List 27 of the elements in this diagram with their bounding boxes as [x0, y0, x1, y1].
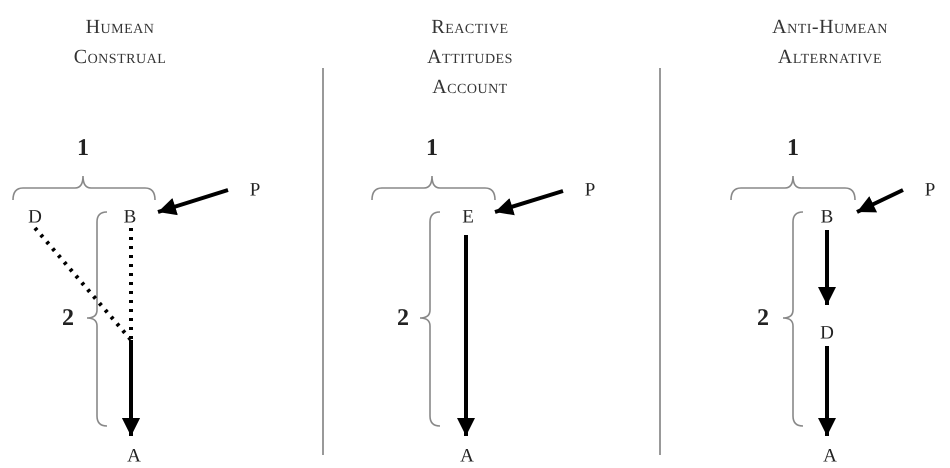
brace-number: 2	[62, 306, 74, 330]
panel-title: Anti-Humean Alternative	[771, 15, 889, 70]
brace-number: 2	[397, 306, 409, 330]
arrow	[818, 346, 836, 436]
node-letter: B	[124, 208, 136, 226]
arrow	[157, 188, 229, 216]
node-letter: A	[460, 446, 474, 466]
arrow	[122, 228, 140, 436]
brace-number: 2	[757, 306, 769, 330]
node-letter: D	[820, 324, 834, 342]
arrow	[457, 235, 475, 436]
brace-number: 1	[787, 136, 799, 160]
node-letter: A	[127, 446, 141, 466]
node-letter: P	[250, 180, 260, 200]
arrow	[818, 230, 836, 305]
node-letter: P	[584, 180, 596, 200]
panel-title: Humean Construal	[72, 15, 168, 70]
node-letter: B	[820, 208, 834, 226]
brace-number: 1	[426, 136, 438, 160]
node-letter: A	[823, 446, 837, 466]
brace-number: 1	[77, 136, 89, 160]
arrow	[856, 188, 904, 214]
panel-title: Reactive Attitudes Account	[426, 15, 514, 100]
node-letter: D	[28, 208, 42, 226]
node-letter: P	[924, 180, 936, 200]
arrow	[494, 189, 564, 216]
node-letter: E	[462, 208, 474, 226]
